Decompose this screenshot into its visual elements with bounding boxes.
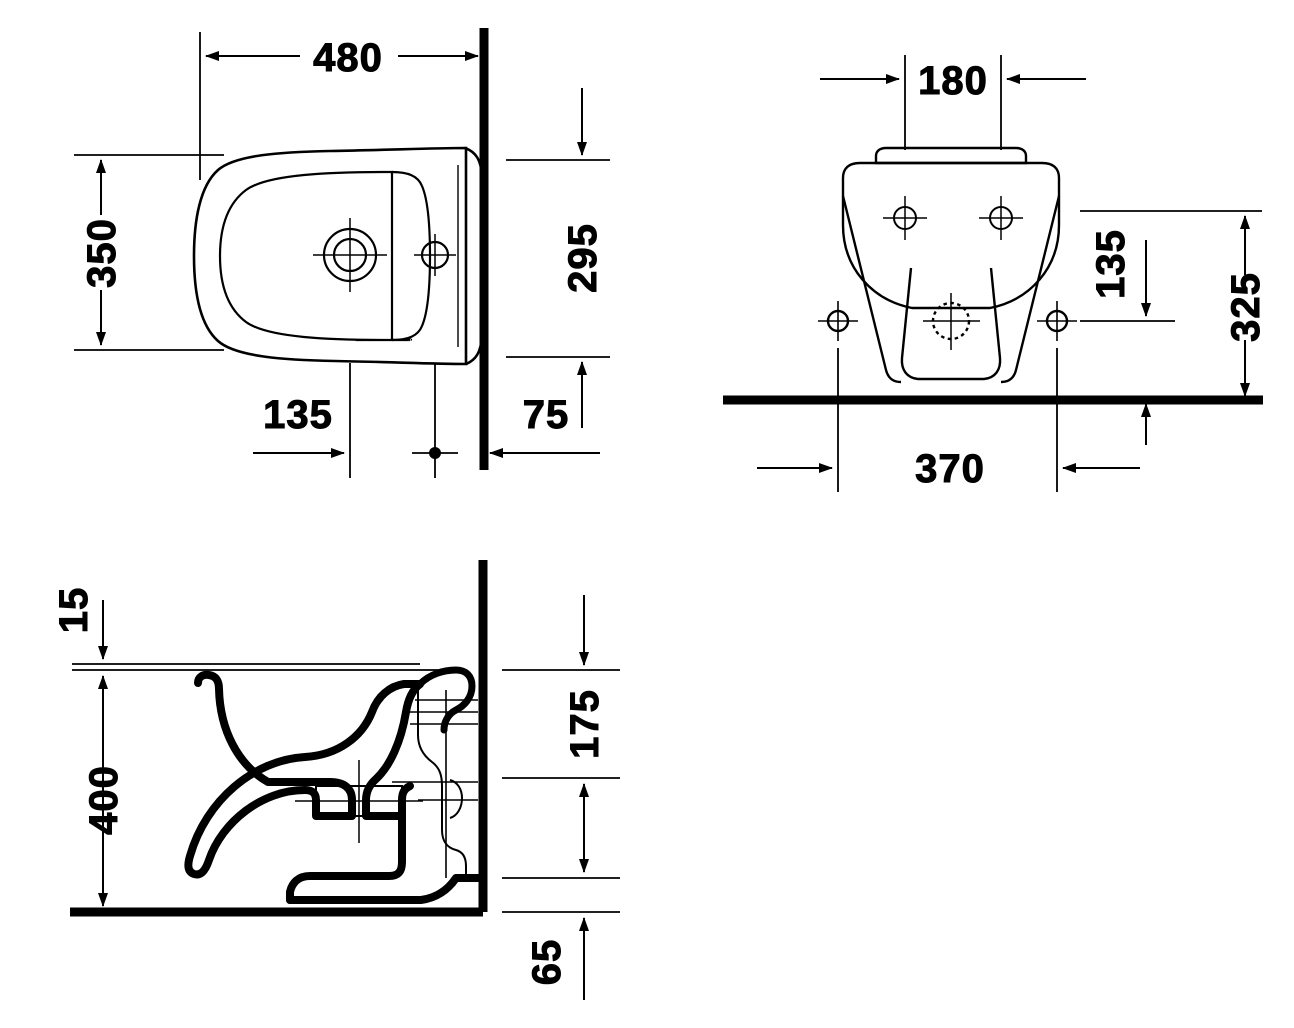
front-view-left-taper [841, 195, 902, 384]
side-view-outlet-box [295, 760, 423, 843]
side-view-lower-skirt [286, 874, 482, 904]
side-view-back-plate-detail [417, 684, 467, 878]
dimension-top-135 [253, 363, 351, 478]
dimension-top-295 [506, 88, 610, 428]
dimension-side-65 [502, 911, 620, 1000]
top-view-bowl-inner-outline [218, 170, 413, 342]
side-view-pedestal-outline [286, 812, 406, 904]
top-view-outlet-marker [313, 218, 387, 292]
front-view-rim-cap [874, 146, 1028, 165]
dimension-label-top-480: 480 [313, 36, 383, 80]
front-view-lower-fixing-hole-left [818, 301, 858, 341]
front-view-right-taper [1000, 195, 1061, 384]
dimension-label-side-65: 65 [525, 939, 569, 986]
dimension-label-top-75: 75 [523, 393, 570, 437]
dimension-label-side-175: 175 [563, 689, 607, 759]
front-view-upper-fixing-hole-right [979, 196, 1023, 240]
front-view-outlet-marker [923, 293, 980, 350]
dimension-front-135 [1080, 210, 1262, 322]
front-view-pedestal-outline [900, 267, 1002, 381]
dimension-label-side-400: 400 [82, 765, 126, 835]
side-view-wall-bracket [416, 666, 476, 734]
dimension-front-180 [820, 55, 1086, 150]
dimension-front-370 [757, 348, 1140, 492]
dimension-label-side-15: 15 [52, 587, 96, 634]
front-view-lower-fixing-hole-right [1037, 301, 1077, 341]
dimension-side-15 [72, 600, 420, 728]
dimension-label-front-180: 180 [918, 59, 988, 103]
dimension-side-175 [502, 595, 620, 879]
top-view-rear-taper [464, 146, 484, 366]
dimension-top-350 [74, 154, 224, 351]
front-view-body-outline [841, 161, 1061, 310]
dimension-label-front-370: 370 [915, 447, 985, 491]
dimension-label-front-135: 135 [1089, 229, 1133, 299]
dimension-label-top-295: 295 [561, 223, 605, 293]
top-view: 480 350 295 135 [74, 28, 610, 478]
dimension-label-top-350: 350 [80, 218, 124, 288]
top-view-tap-hole-axis [412, 363, 458, 478]
side-view-notch-detail [449, 779, 464, 819]
side-view-bowl-profile [184, 670, 424, 879]
front-view-upper-fixing-hole-left [883, 196, 927, 240]
side-view-detail-ticks [392, 699, 478, 801]
dimension-label-front-325: 325 [1224, 272, 1268, 342]
top-view-tap-hole-marker [414, 234, 456, 276]
top-view-bowl-outer-outline [192, 146, 468, 366]
dimension-label-top-135: 135 [263, 393, 333, 437]
top-view-bowl-inner-right [391, 170, 432, 342]
side-view: 15 400 175 65 [52, 560, 620, 1000]
front-view: 180 135 325 370 [723, 55, 1269, 492]
